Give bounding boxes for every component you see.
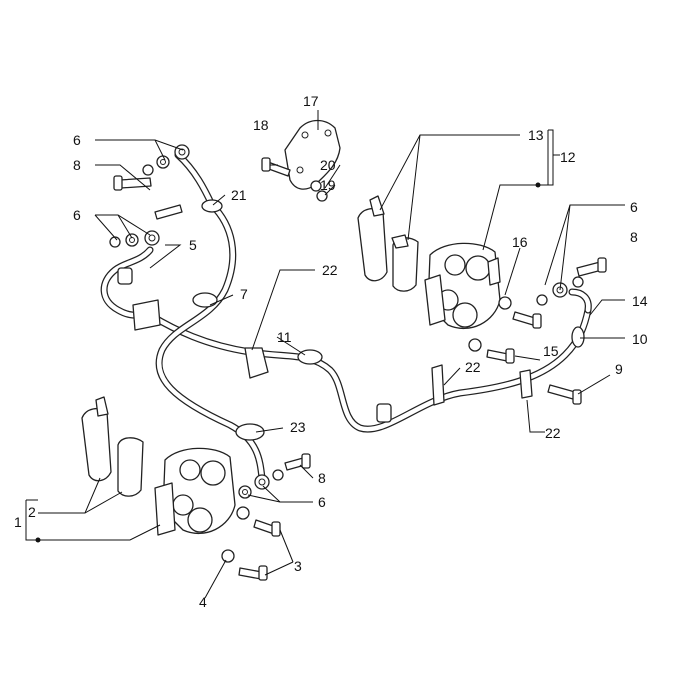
callout-12: 12: [560, 149, 576, 165]
callout-6-bottom: 6: [318, 494, 326, 510]
leader-dot: [535, 182, 541, 188]
callout-4: 4: [199, 594, 207, 610]
bolts: [113, 175, 607, 581]
callout-6-right: 6: [630, 199, 638, 215]
callout-13: 13: [528, 127, 544, 143]
callout-22-top: 22: [322, 262, 338, 278]
callout-23: 23: [290, 419, 306, 435]
callout-11: 11: [277, 329, 292, 345]
callout-18: 18: [253, 117, 269, 133]
callout-14: 14: [632, 293, 648, 309]
callout-19: 19: [320, 177, 336, 193]
leader-dot: [35, 537, 41, 543]
callout-17: 17: [303, 93, 319, 109]
callout-labels: 1 2 3 4 5 6 6 6 6 7 8 8 8 9 10 11 12 13 …: [14, 93, 648, 610]
callout-6-left: 6: [73, 207, 81, 223]
right-caliper-assembly: [357, 195, 512, 352]
callout-10: 10: [632, 331, 648, 347]
callout-8-right: 8: [630, 229, 638, 245]
callout-7: 7: [240, 286, 248, 302]
callout-5: 5: [189, 237, 197, 253]
callout-15: 15: [543, 343, 559, 359]
leader-lines: [25, 110, 625, 599]
callout-20: 20: [320, 157, 336, 173]
callout-3: 3: [294, 558, 302, 574]
banjo-fittings: [109, 144, 584, 499]
callout-8-bottom: 8: [318, 470, 326, 486]
mounting-bracket: [261, 119, 341, 202]
callout-8-top: 8: [73, 157, 81, 173]
callout-9: 9: [615, 361, 623, 377]
callout-16: 16: [512, 234, 528, 250]
callout-21: 21: [231, 187, 247, 203]
callout-1: 1: [14, 514, 22, 530]
hose-clips: [117, 199, 585, 441]
left-caliper-assembly: [81, 396, 250, 563]
callout-2: 2: [28, 504, 36, 520]
callout-6-top: 6: [73, 132, 81, 148]
callout-22-middle: 22: [465, 359, 481, 375]
callout-22-right: 22: [545, 425, 561, 441]
